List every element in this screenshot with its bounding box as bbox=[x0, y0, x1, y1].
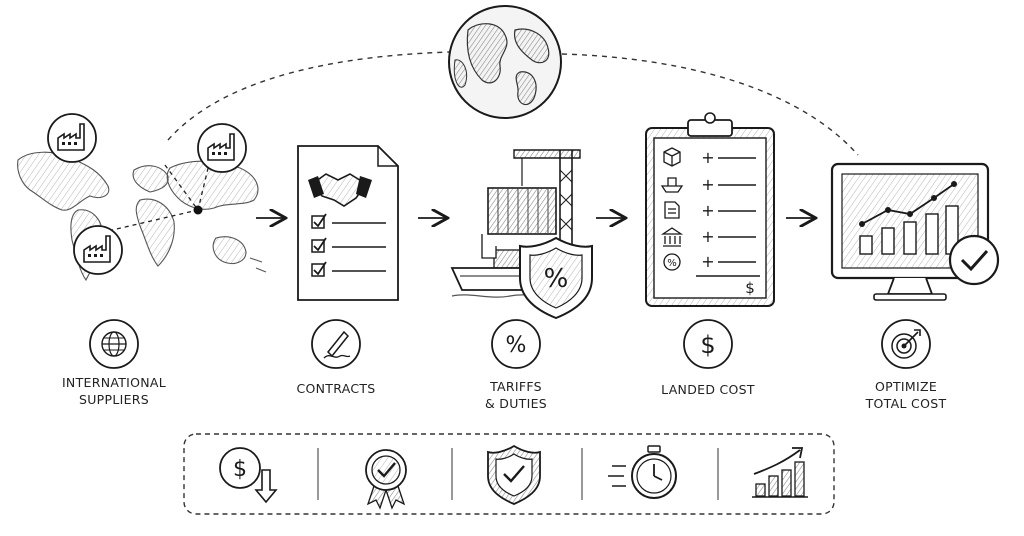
bank-icon bbox=[660, 227, 684, 247]
globe-icon bbox=[448, 5, 562, 119]
svg-text:%: % bbox=[667, 258, 677, 269]
shield-percent-glyph: % bbox=[544, 264, 569, 294]
dollar-icon: $ bbox=[683, 319, 733, 369]
landed-cost-clipboard: % + + + + + $ bbox=[645, 112, 775, 307]
cost-plus-lines: + + + + + $ bbox=[696, 148, 760, 297]
total-dollar-glyph: $ bbox=[745, 279, 755, 297]
svg-text:+: + bbox=[701, 148, 714, 167]
globe-icon bbox=[89, 319, 139, 369]
checklist bbox=[311, 213, 386, 277]
monitor-bar-chart bbox=[859, 181, 959, 255]
svg-text:+: + bbox=[701, 175, 714, 194]
svg-text:+: + bbox=[701, 252, 714, 271]
world-map-illustration bbox=[17, 151, 267, 282]
svg-text:%: % bbox=[506, 333, 527, 358]
ship-small-icon bbox=[660, 177, 684, 193]
contract-document-illustration bbox=[297, 145, 399, 301]
shield-check-icon bbox=[487, 444, 541, 505]
handshake-icon bbox=[308, 173, 372, 207]
stopwatch-icon bbox=[608, 445, 677, 499]
percent-icon: % bbox=[491, 319, 541, 369]
target-icon bbox=[881, 319, 931, 369]
quality-badge-icon bbox=[365, 449, 407, 510]
svg-text:+: + bbox=[701, 227, 714, 246]
svg-text:$: $ bbox=[233, 457, 247, 482]
step-label-landed-cost: LANDED COST bbox=[661, 382, 755, 397]
box-icon bbox=[663, 147, 681, 167]
document-small-icon bbox=[664, 201, 680, 219]
svg-text:+: + bbox=[701, 201, 714, 220]
factory-icon-east bbox=[197, 123, 247, 173]
dollar-down-arrow-icon: $ bbox=[219, 447, 278, 504]
benefits-panel: $ bbox=[183, 433, 835, 515]
factory-icon-north bbox=[47, 113, 97, 163]
step-label-optimize-total-cost: OPTIMIZE TOTAL COST bbox=[865, 379, 947, 411]
svg-text:$: $ bbox=[700, 331, 715, 359]
check-circle-icon bbox=[948, 234, 1000, 286]
bar-chart-growth-icon bbox=[752, 447, 808, 498]
optimize-monitor-illustration bbox=[830, 162, 1000, 301]
step-label-international-suppliers: INTERNATIONAL SUPPLIERS bbox=[61, 375, 167, 407]
step-label-tariffs-duties: TARIFFS & DUTIES bbox=[484, 379, 548, 411]
factory-icon-south bbox=[73, 225, 123, 275]
step-label-contracts: CONTRACTS bbox=[296, 381, 376, 396]
percent-small-icon: % bbox=[663, 253, 681, 271]
tariff-shield-icon: % bbox=[519, 236, 593, 320]
pen-icon bbox=[311, 319, 361, 369]
